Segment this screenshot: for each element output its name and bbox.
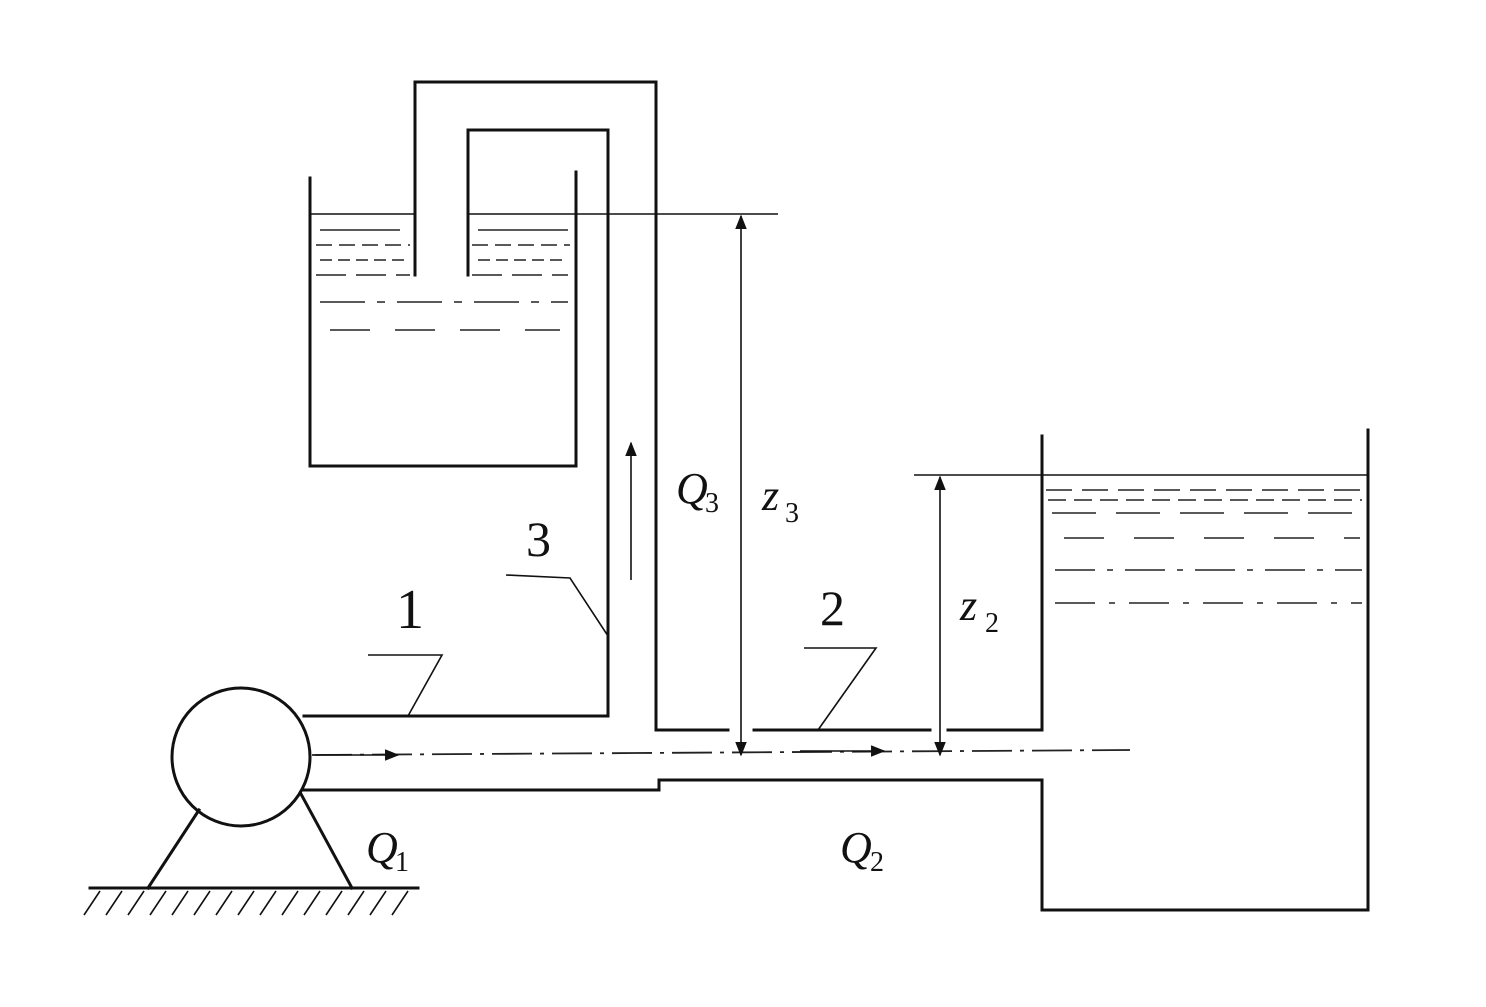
q2-label: Q 2 [840,823,884,878]
ground [83,886,420,916]
upper-reservoir [308,170,778,468]
z2-label: z 2 [959,581,999,639]
pipe-3-label: 3 [526,511,551,567]
pipe-2-label: 2 [820,580,845,636]
leader-pipe-2 [804,647,878,731]
svg-text:z: z [959,581,977,630]
svg-text:Q: Q [366,823,398,872]
svg-text:2: 2 [870,847,884,878]
svg-text:Q: Q [676,464,708,513]
q1-label: Q 1 [366,823,409,878]
lower-reservoir-water [914,474,1368,604]
pump-leg-right [298,791,355,891]
leader-pipe-1 [368,654,444,717]
q3-label: Q 3 [676,464,719,519]
siphon-pipe [302,80,730,732]
svg-text:1: 1 [395,847,409,878]
pump [145,686,355,891]
leader-pipe-3 [505,574,609,637]
svg-text:3: 3 [705,488,719,519]
svg-text:3: 3 [785,498,799,529]
z3-label: z 3 [761,471,799,529]
pipe-1-label: 1 [396,579,424,641]
centerline [311,745,1131,761]
svg-text:2: 2 [985,608,999,639]
main-pipe [302,428,1370,912]
svg-text:z: z [761,471,779,520]
svg-text:Q: Q [840,823,872,872]
pump-circle [170,686,312,828]
leader-lines [368,574,878,731]
pump-leg-left [145,807,202,891]
